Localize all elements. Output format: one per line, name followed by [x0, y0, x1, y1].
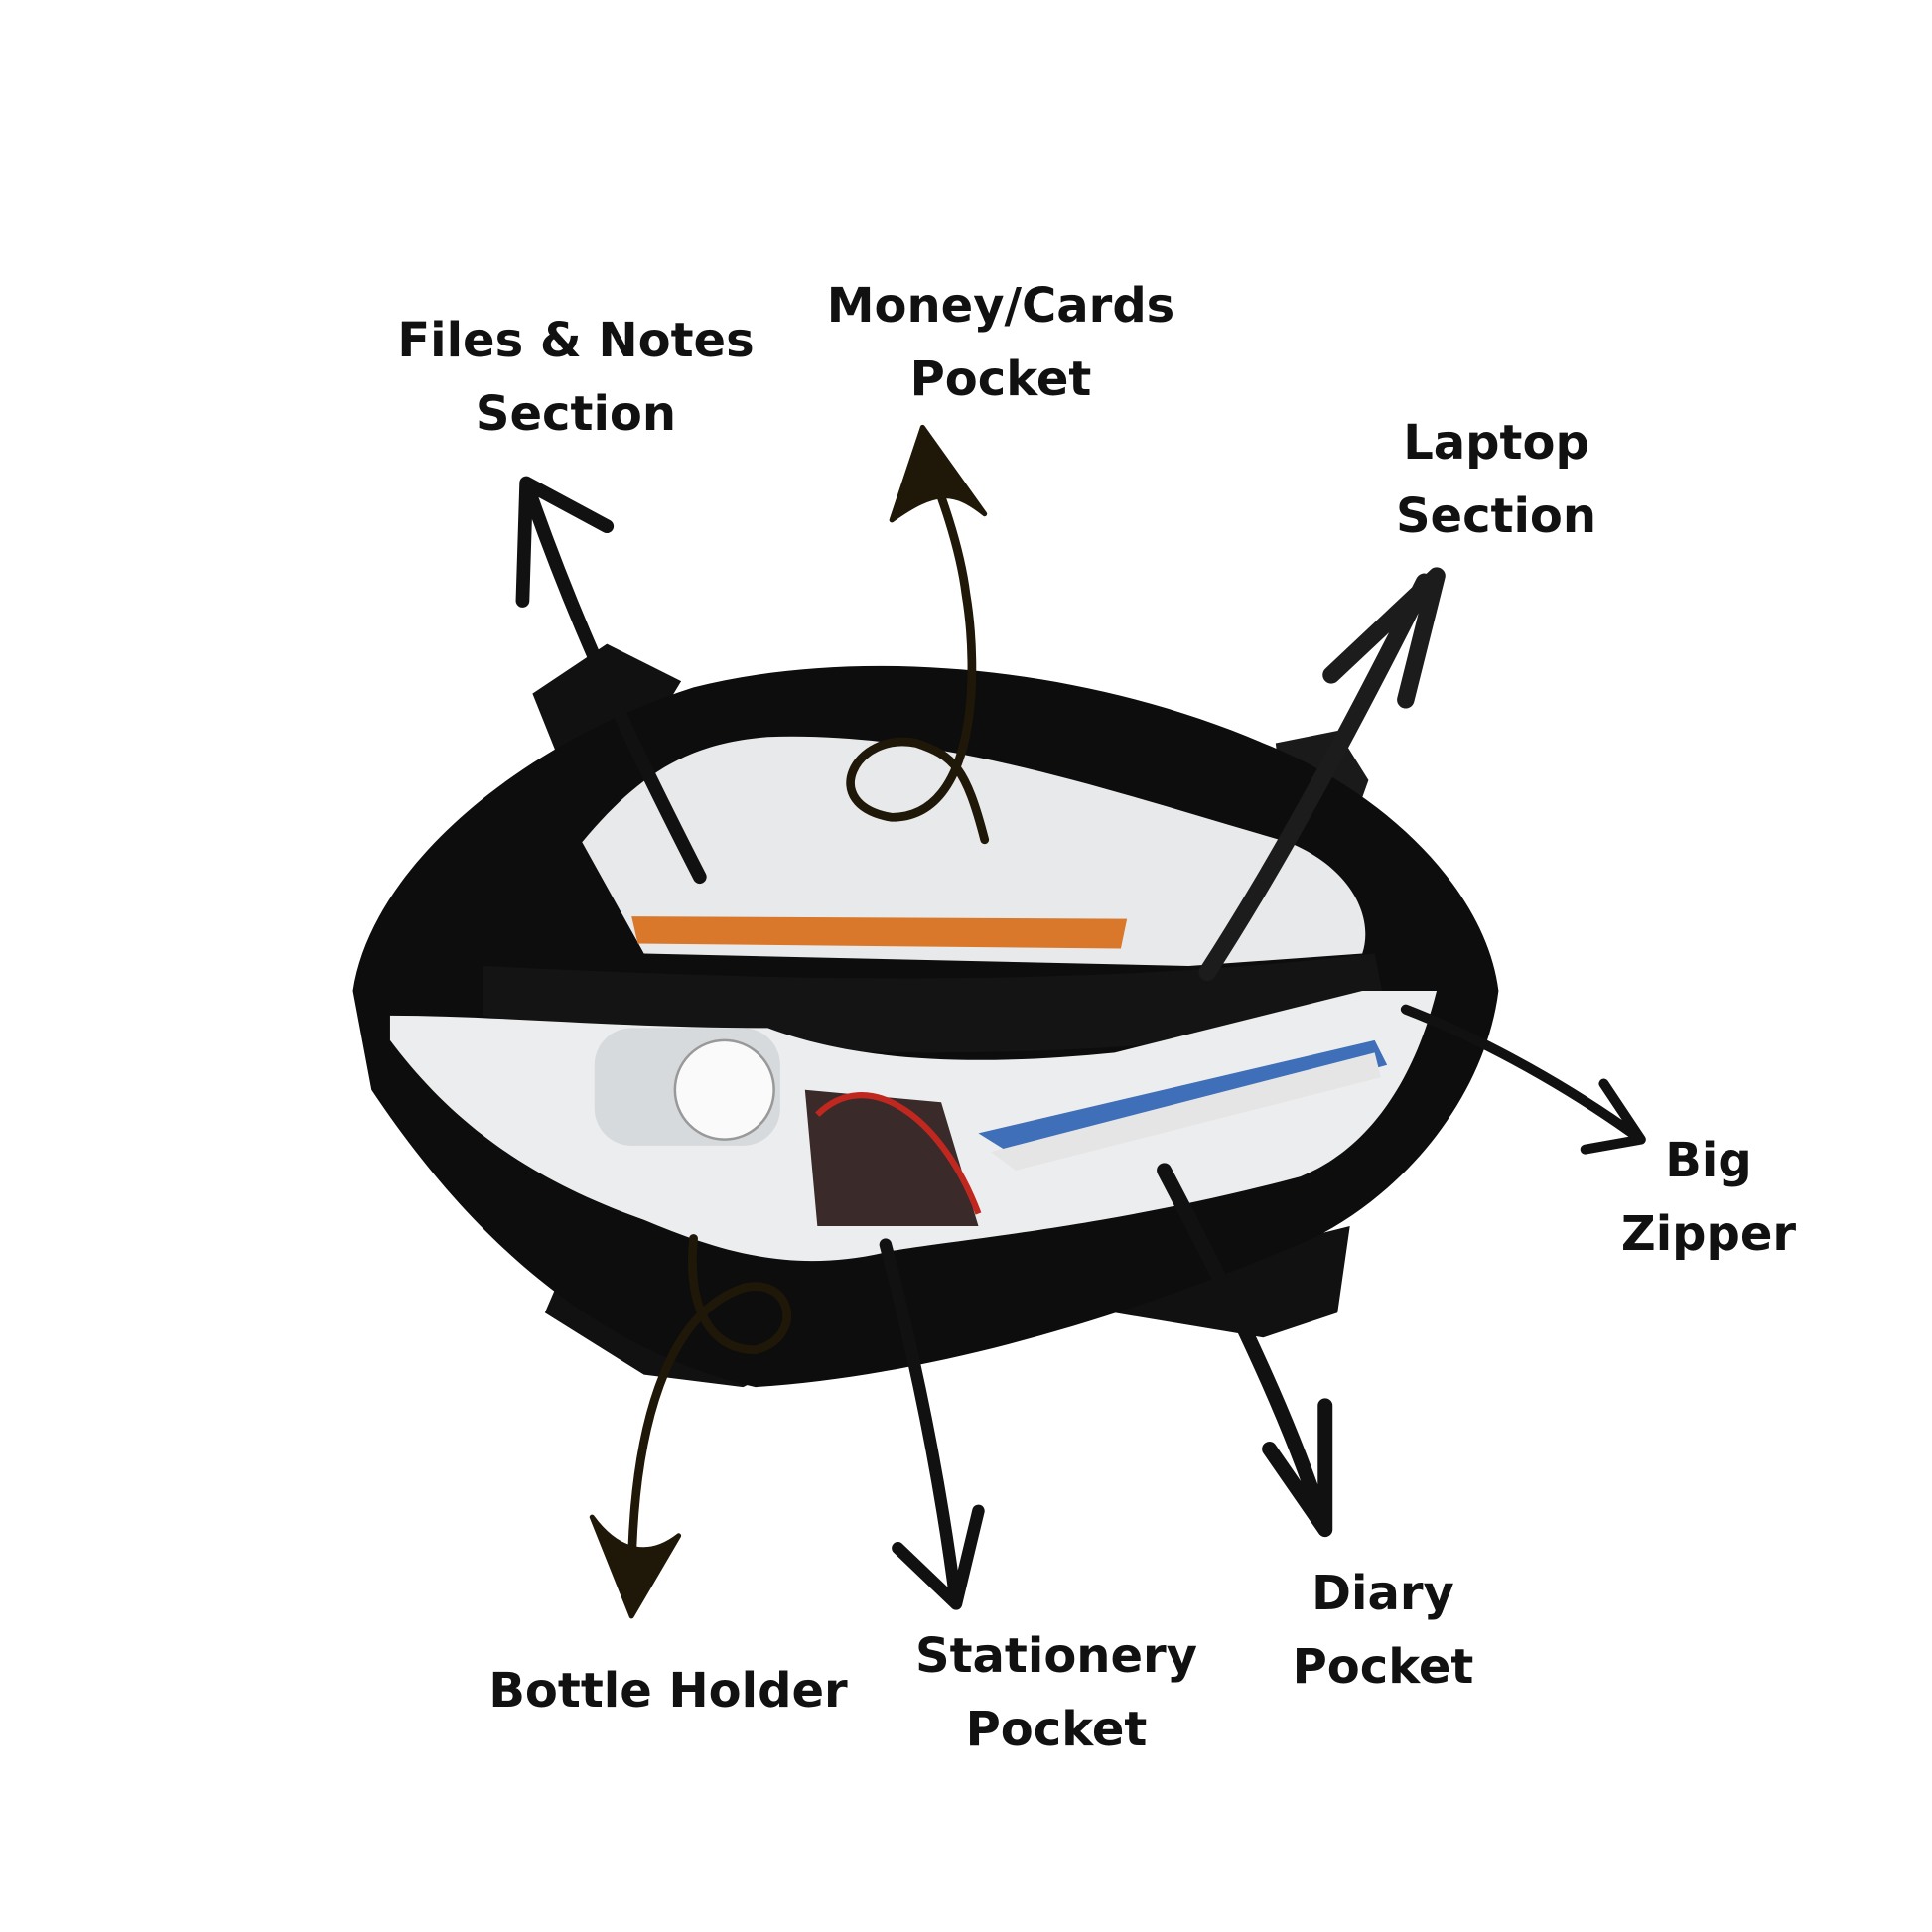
label-line: Zipper: [1620, 1206, 1797, 1262]
label-line: Bottle Holder: [488, 1663, 848, 1719]
label-line: Money/Cards: [826, 278, 1175, 334]
label-line: Pocket: [965, 1702, 1148, 1757]
label-line: Section: [475, 386, 677, 442]
bottle-cap: [673, 1038, 775, 1141]
arrow-bottle-holder: [626, 1234, 791, 1590]
arrow-money-cards: [846, 441, 990, 845]
back-compartment-lining: [582, 736, 1366, 966]
label-laptop-section: Laptop Section: [1396, 406, 1596, 553]
label-line: Section: [1395, 488, 1597, 544]
diary-pages: [990, 1052, 1381, 1171]
label-line: Files & Notes: [397, 313, 755, 368]
label-line: Diary: [1311, 1566, 1454, 1621]
label-line: Pocket: [909, 351, 1092, 407]
red-cable: [815, 1092, 982, 1215]
arrow-big-zipper: [1400, 1004, 1646, 1155]
stationery-items: [804, 1089, 979, 1226]
arrow-stationery: [879, 1238, 985, 1610]
label-line: Pocket: [1292, 1639, 1474, 1695]
arrow-laptop: [1198, 567, 1446, 981]
label-files-notes-section: Files & Notes Section: [397, 304, 754, 451]
label-stationery-pocket: Stationery Pocket: [915, 1619, 1197, 1766]
label-line: Laptop: [1403, 415, 1589, 471]
label-big-zipper: Big Zipper: [1621, 1124, 1796, 1271]
label-bottle-holder: Bottle Holder: [488, 1654, 847, 1727]
files-book: [631, 916, 1128, 949]
label-line: Stationery: [915, 1628, 1197, 1684]
label-diary-pocket: Diary Pocket: [1293, 1557, 1474, 1704]
label-money-cards-pocket: Money/Cards Pocket: [827, 269, 1175, 416]
arrow-money-cards-head: [889, 424, 988, 523]
arrow-files-notes: [515, 476, 707, 885]
arrow-diary: [1157, 1163, 1333, 1538]
label-line: Big: [1665, 1133, 1752, 1188]
arrow-bottle-holder-head: [589, 1514, 682, 1619]
